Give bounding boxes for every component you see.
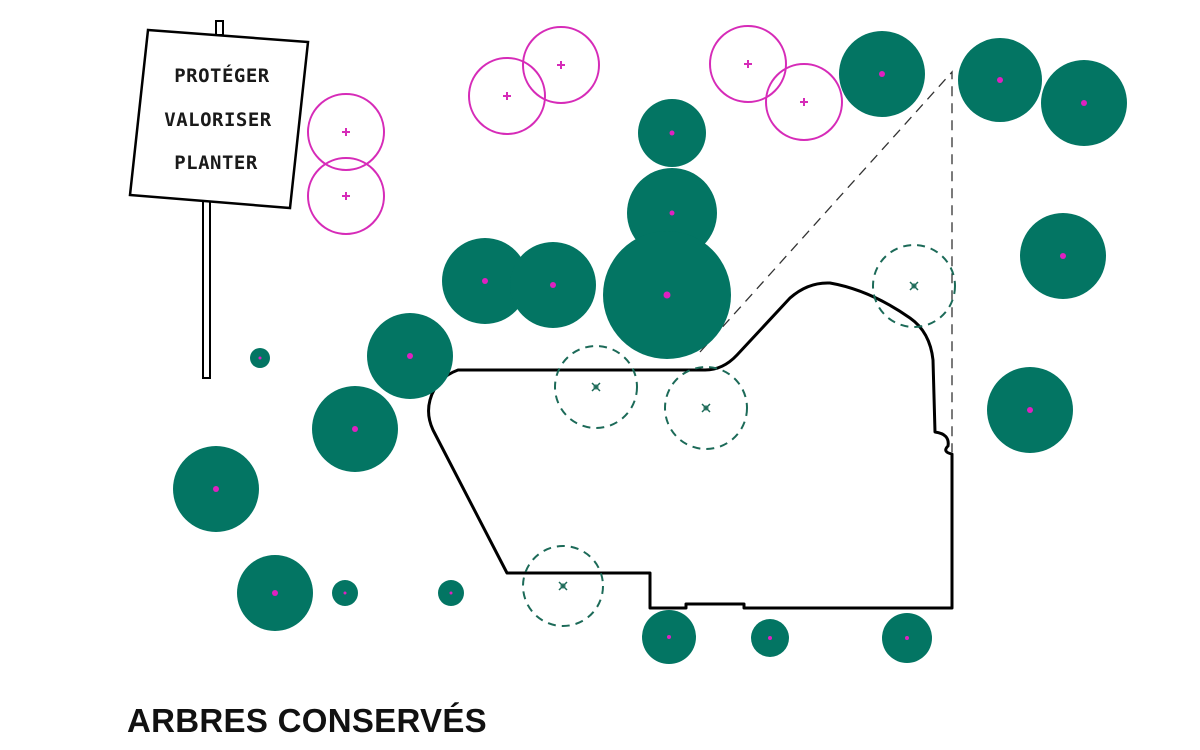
sight-line — [699, 70, 953, 452]
removed-tree — [664, 366, 748, 450]
removed-tree — [554, 345, 638, 429]
planted-trees — [307, 25, 843, 235]
conserved-tree — [332, 580, 358, 606]
conserved-tree — [958, 38, 1042, 122]
sign: PROTÉGER VALORISER PLANTER — [128, 20, 310, 379]
conserved-tree — [642, 610, 696, 664]
conserved-tree — [367, 313, 453, 399]
conserved-tree — [442, 238, 528, 324]
sign-post-top — [215, 20, 224, 36]
conserved-tree — [237, 555, 313, 631]
caption-title: ARBRES CONSERVÉS — [127, 702, 487, 739]
sign-line-2: VALORISER — [164, 109, 272, 131]
sign-board — [128, 28, 310, 210]
planted-tree — [709, 25, 787, 103]
conserved-tree — [1020, 213, 1106, 299]
conserved-trees — [173, 31, 1127, 664]
planted-tree — [765, 63, 843, 141]
conserved-tree — [751, 619, 789, 657]
conserved-tree — [510, 242, 596, 328]
conserved-tree — [638, 99, 706, 167]
planted-tree — [307, 157, 385, 235]
removed-tree — [872, 244, 956, 328]
removed-trees — [522, 244, 956, 627]
conserved-tree — [603, 231, 731, 359]
conserved-tree — [438, 580, 464, 606]
conserved-tree — [250, 348, 270, 368]
building-outline — [427, 281, 954, 610]
conserved-tree — [312, 386, 398, 472]
planted-tree — [468, 57, 546, 135]
sign-line-1: PROTÉGER — [174, 64, 270, 87]
sign-line-3: PLANTER — [174, 152, 258, 174]
planted-tree — [522, 26, 600, 104]
conserved-tree — [882, 613, 932, 663]
conserved-tree — [1041, 60, 1127, 146]
removed-tree — [522, 545, 604, 627]
planted-tree — [307, 93, 385, 171]
conserved-tree — [839, 31, 925, 117]
conserved-tree — [987, 367, 1073, 453]
conserved-tree — [173, 446, 259, 532]
sign-post — [202, 194, 211, 379]
